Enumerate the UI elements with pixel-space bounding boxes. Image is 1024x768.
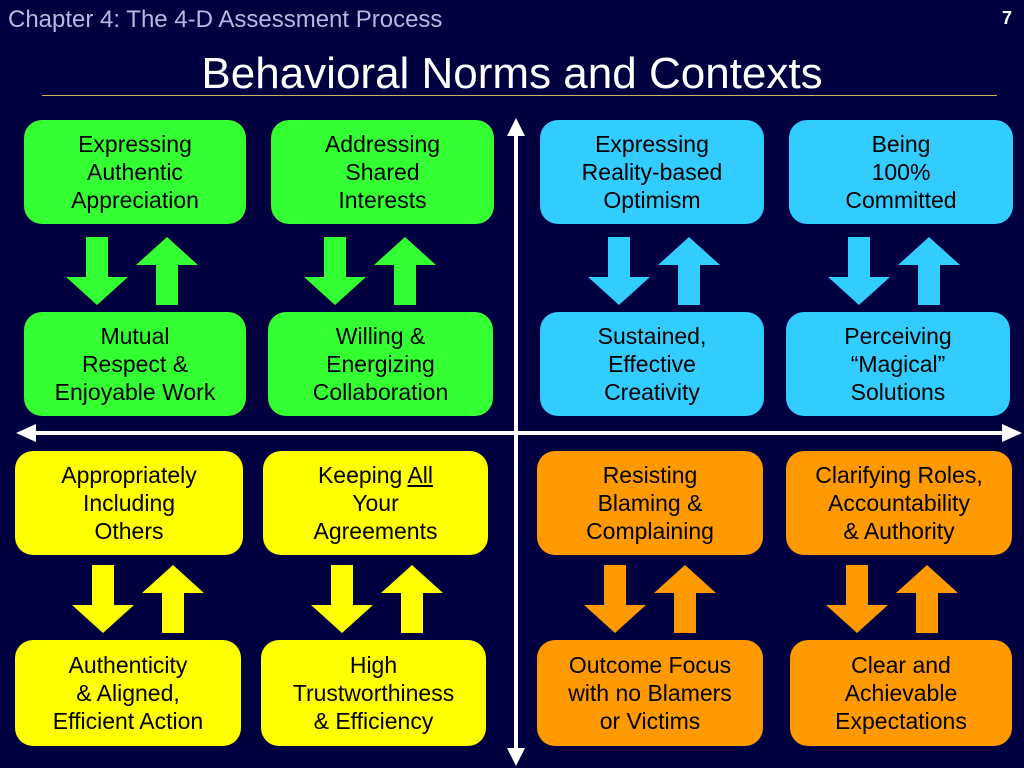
arrow-pair: [66, 237, 206, 307]
box-label: Outcome Focus with no Blamers or Victims: [568, 652, 732, 734]
chapter-label: Chapter 4: The 4-D Assessment Process: [8, 6, 443, 33]
arrow-pair: [311, 565, 451, 635]
title-rule: [42, 95, 997, 96]
up-arrow-icon: [898, 237, 960, 305]
vertical-axis-arrow: [507, 118, 525, 766]
norm-keeping-agreements: Keeping All Your Agreements: [263, 451, 488, 555]
down-arrow-icon: [588, 237, 650, 305]
box-label: Mutual Respect & Enjoyable Work: [54, 323, 216, 405]
arrow-pair: [588, 237, 728, 307]
context-authenticity-aligned: Authenticity & Aligned, Efficient Action: [15, 640, 241, 746]
box-label: Clear and Achievable Expectations: [835, 652, 967, 734]
norm-clarifying-roles: Clarifying Roles, Accountability & Autho…: [786, 451, 1012, 555]
context-willing-collaboration: Willing & Energizing Collaboration: [268, 312, 493, 416]
box-label: Expressing Reality-based Optimism: [581, 131, 723, 213]
box-label: Keeping All Your Agreements: [313, 461, 437, 545]
box-label: Willing & Energizing Collaboration: [312, 323, 449, 405]
norm-expressing-authentic-appreciation: Expressing Authentic Appreciation: [24, 120, 246, 224]
box-label: Appropriately Including Others: [61, 462, 197, 544]
box-label: High Trustworthiness & Efficiency: [292, 652, 455, 734]
slide-title: Behavioral Norms and Contexts: [201, 49, 823, 98]
arrow-pair: [826, 565, 966, 635]
horizontal-axis-arrow: [16, 424, 1022, 442]
up-arrow-icon: [142, 565, 204, 633]
down-arrow-icon: [311, 565, 373, 633]
norm-being-committed: Being 100% Committed: [789, 120, 1013, 224]
up-arrow-icon: [374, 237, 436, 305]
down-arrow-icon: [826, 565, 888, 633]
norm-appropriately-including: Appropriately Including Others: [15, 451, 243, 555]
context-high-trustworthiness: High Trustworthiness & Efficiency: [261, 640, 486, 746]
box-label: Being 100% Committed: [845, 131, 957, 213]
box-label: Resisting Blaming & Complaining: [586, 462, 714, 544]
context-sustained-creativity: Sustained, Effective Creativity: [540, 312, 764, 416]
context-outcome-focus: Outcome Focus with no Blamers or Victims: [537, 640, 763, 746]
box-label: Sustained, Effective Creativity: [597, 323, 707, 405]
box-label: Addressing Shared Interests: [324, 131, 441, 213]
up-arrow-icon: [381, 565, 443, 633]
keeping-rest: Your Agreements: [313, 490, 438, 544]
box-label: Authenticity & Aligned, Efficient Action: [52, 652, 204, 734]
norm-addressing-shared-interests: Addressing Shared Interests: [271, 120, 494, 224]
box-label: Perceiving “Magical” Solutions: [844, 323, 952, 405]
up-arrow-icon: [658, 237, 720, 305]
norm-resisting-blaming: Resisting Blaming & Complaining: [537, 451, 763, 555]
context-magical-solutions: Perceiving “Magical” Solutions: [786, 312, 1010, 416]
context-clear-expectations: Clear and Achievable Expectations: [790, 640, 1012, 746]
arrow-pair: [584, 565, 724, 635]
down-arrow-icon: [304, 237, 366, 305]
norm-expressing-optimism: Expressing Reality-based Optimism: [540, 120, 764, 224]
down-arrow-icon: [828, 237, 890, 305]
up-arrow-icon: [654, 565, 716, 633]
down-arrow-icon: [72, 565, 134, 633]
page-number: 7: [1001, 8, 1012, 28]
box-label: Expressing Authentic Appreciation: [71, 131, 199, 213]
context-mutual-respect: Mutual Respect & Enjoyable Work: [24, 312, 246, 416]
arrow-pair: [72, 565, 212, 635]
arrow-pair: [828, 237, 968, 307]
all-emphasis: All: [407, 462, 434, 488]
down-arrow-icon: [66, 237, 128, 305]
up-arrow-icon: [896, 565, 958, 633]
down-arrow-icon: [584, 565, 646, 633]
up-arrow-icon: [136, 237, 198, 305]
arrow-pair: [304, 237, 444, 307]
keeping-word: Keeping: [317, 462, 408, 488]
box-label: Clarifying Roles, Accountability & Autho…: [815, 462, 983, 544]
